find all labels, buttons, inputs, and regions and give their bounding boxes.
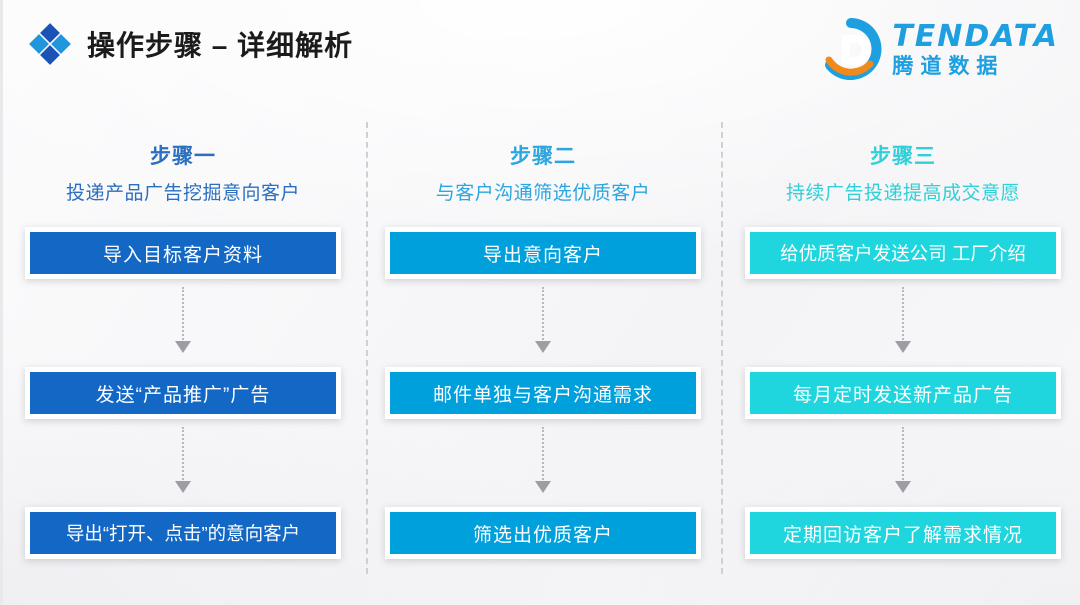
step-column-1: 步骤一 投递产品广告挖掘意向客户 导入目标客户资料 发送“产品推广”广告 [3,118,363,588]
four-diamond-icon [29,23,71,65]
arrow-connector-2-1 [363,279,723,367]
logo-text: TENDATA 腾道数据 [892,18,1059,78]
step-subtitle-3: 持续广告投递提高成交意愿 [785,183,1020,204]
arrow-head-icon [535,341,551,353]
step-box-1-3[interactable]: 导出“打开、点击”的意向客户 [25,507,341,559]
step-box-2-2[interactable]: 邮件单独与客户沟通需求 [385,367,701,419]
page-title: 操作步骤 – 详细解析 [87,30,354,61]
step-box-label: 导出意向客户 [390,232,696,274]
step-box-label: 给优质客户发送公司 工厂介绍 [750,232,1056,274]
step-box-3-3[interactable]: 定期回访客户了解需求情况 [745,507,1061,559]
arrow-stem [902,427,904,483]
step-title-2: 步骤二 [510,145,576,168]
title-group: 操作步骤 – 详细解析 [29,23,354,65]
step-column-3: 步骤三 持续广告投递提高成交意愿 给优质客户发送公司 工厂介绍 每月定时发送新产… [723,118,1080,588]
tendata-logo: TENDATA 腾道数据 [820,18,1059,80]
step-subtitle-2: 与客户沟通筛选优质客户 [435,183,651,204]
arrow-head-icon [535,481,551,493]
step-box-label: 邮件单独与客户沟通需求 [390,372,696,414]
step-boxes-3: 给优质客户发送公司 工厂介绍 每月定时发送新产品广告 定期回访客户了解需求情况 [723,227,1080,559]
step-box-3-1[interactable]: 给优质客户发送公司 工厂介绍 [745,227,1061,279]
step-box-label: 发送“产品推广”广告 [30,372,336,414]
arrow-head-icon [175,341,191,353]
arrow-stem [542,287,544,343]
step-box-label: 每月定时发送新产品广告 [750,372,1056,414]
step-box-1-2[interactable]: 发送“产品推广”广告 [25,367,341,419]
arrow-stem [902,287,904,343]
step-boxes-2: 导出意向客户 邮件单独与客户沟通需求 筛选出优质客户 [363,227,723,559]
step-box-label: 导出“打开、点击”的意向客户 [30,512,336,554]
step-box-label: 定期回访客户了解需求情况 [750,512,1056,554]
step-box-2-1[interactable]: 导出意向客户 [385,227,701,279]
step-boxes-1: 导入目标客户资料 发送“产品推广”广告 导出“打开、点击”的意向客户 [3,227,363,559]
step-column-2: 步骤二 与客户沟通筛选优质客户 导出意向客户 邮件单独与客户沟通需求 [363,118,723,588]
arrow-connector-1-2 [3,419,363,507]
slide-header: 操作步骤 – 详细解析 TENDATA 腾道数据 [3,0,1080,104]
arrow-head-icon [895,341,911,353]
step-box-label: 筛选出优质客户 [390,512,696,554]
arrow-connector-2-2 [363,419,723,507]
step-box-2-3[interactable]: 筛选出优质客户 [385,507,701,559]
arrow-connector-3-1 [723,279,1080,367]
arrow-stem [542,427,544,483]
logo-name-en: TENDATA [892,18,1059,54]
step-title-1: 步骤一 [150,145,216,168]
arrow-stem [182,287,184,343]
arrow-stem [182,427,184,483]
arrow-head-icon [175,481,191,493]
step-subtitle-1: 投递产品广告挖掘意向客户 [65,183,300,204]
arrow-connector-1-1 [3,279,363,367]
step-title-3: 步骤三 [870,145,936,168]
step-box-label: 导入目标客户资料 [30,232,336,274]
tendata-d-circle-logo-icon [820,18,882,80]
arrow-head-icon [895,481,911,493]
steps-columns: 步骤一 投递产品广告挖掘意向客户 导入目标客户资料 发送“产品推广”广告 [3,118,1080,588]
logo-name-cn: 腾道数据 [892,54,1005,78]
step-box-3-2[interactable]: 每月定时发送新产品广告 [745,367,1061,419]
step-box-1-1[interactable]: 导入目标客户资料 [25,227,341,279]
arrow-connector-3-2 [723,419,1080,507]
